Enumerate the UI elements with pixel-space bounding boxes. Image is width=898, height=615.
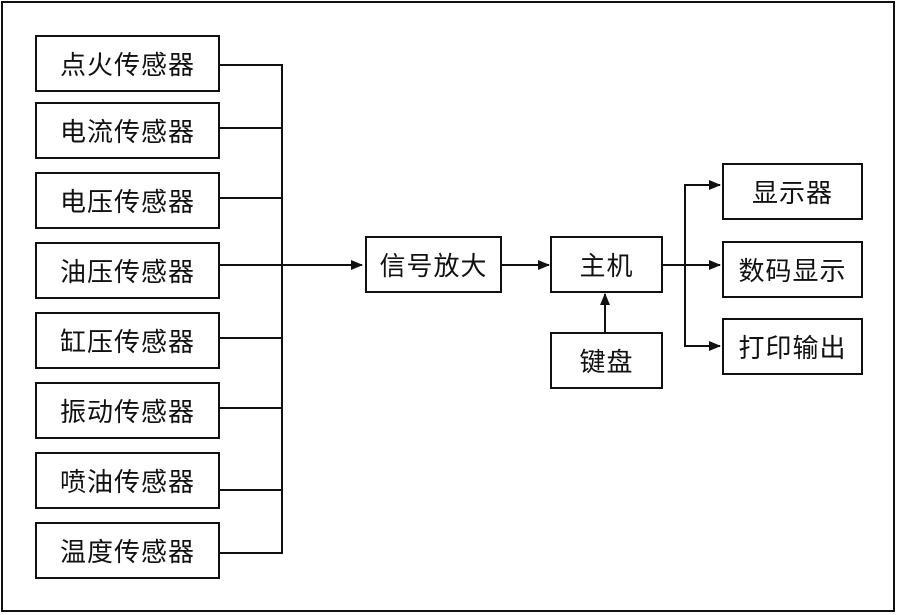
sensor-label: 点火传感器 [59, 51, 195, 81]
sensor-label: 喷油传感器 [59, 468, 195, 498]
keyboard-label: 键盘 [579, 348, 634, 378]
output-label: 数码显示 [738, 257, 847, 287]
output-box-digital: 数码显示 [722, 241, 863, 298]
amplifier-box: 信号放大 [365, 236, 502, 293]
sensor-label: 振动传感器 [59, 398, 195, 428]
amplifier-label: 信号放大 [379, 252, 488, 282]
output-label: 打印输出 [738, 334, 847, 364]
sensor-box-cylinder-pressure: 缸压传感器 [35, 312, 220, 369]
keyboard-box: 键盘 [550, 332, 663, 389]
sensor-box-voltage: 电压传感器 [35, 172, 220, 229]
host-label: 主机 [579, 252, 634, 282]
host-box: 主机 [550, 236, 663, 293]
sensor-label: 电压传感器 [59, 188, 195, 218]
sensor-label: 温度传感器 [59, 538, 195, 568]
sensor-label: 油压传感器 [59, 258, 195, 288]
sensor-label: 电流传感器 [59, 118, 195, 148]
sensor-box-temperature: 温度传感器 [35, 522, 220, 579]
sensor-box-oil-pressure: 油压传感器 [35, 242, 220, 299]
sensor-box-vibration: 振动传感器 [35, 382, 220, 439]
output-box-print: 打印输出 [722, 318, 863, 375]
sensor-box-injection: 喷油传感器 [35, 452, 220, 509]
output-label: 显示器 [751, 179, 833, 209]
sensor-box-current: 电流传感器 [35, 102, 220, 159]
sensor-box-ignition: 点火传感器 [35, 35, 220, 92]
output-box-display: 显示器 [722, 163, 863, 220]
sensor-label: 缸压传感器 [59, 328, 195, 358]
